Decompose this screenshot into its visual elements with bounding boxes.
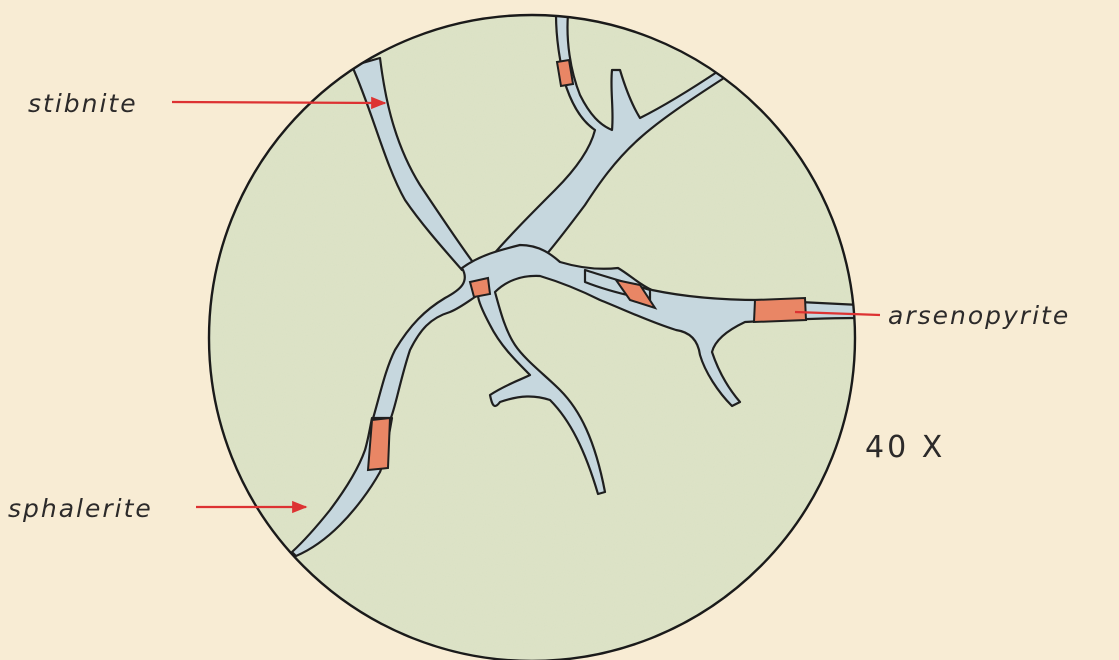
magnification-label: 40 X [865,430,945,465]
stibnite-label: stibnite [28,89,138,118]
field-texture [209,15,855,660]
arsenopyrite-label: arsenopyrite [888,301,1070,330]
stibnite-leader-arrow [172,102,385,103]
grain-center [470,278,490,297]
grain-arsenopyrite [754,298,806,322]
grain-sw [368,418,390,470]
sphalerite-label: sphalerite [8,494,153,523]
grain-north [557,60,573,86]
